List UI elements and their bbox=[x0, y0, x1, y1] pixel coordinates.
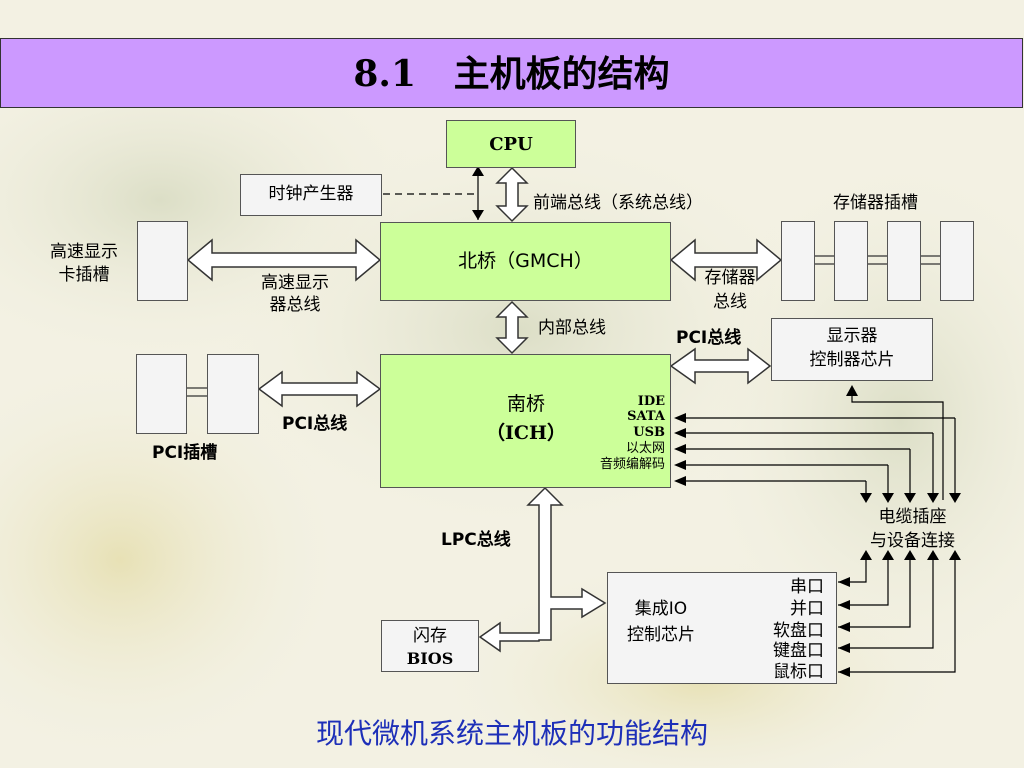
io-port-mouse: 鼠标口 bbox=[773, 662, 824, 682]
northbridge-box: 北桥（GMCH） bbox=[380, 222, 671, 301]
sb-port-ide: IDE bbox=[637, 394, 665, 409]
lpc-bus-label: LPC总线 bbox=[441, 530, 511, 550]
southbridge-box: 南桥 （ICH） IDE SATA USB 以太网 音频编解码 bbox=[380, 354, 671, 488]
memory-bus-label-1: 存储器 bbox=[704, 268, 756, 288]
lpc-bus-arrow bbox=[478, 486, 607, 653]
graphics-bus-label-2: 器总线 bbox=[269, 295, 321, 315]
clock-line bbox=[383, 166, 484, 220]
sb-port-sata: SATA bbox=[627, 409, 665, 424]
io-port-serial: 串口 bbox=[790, 577, 824, 597]
display-controller-label-1: 显示器 bbox=[826, 326, 878, 346]
sb-port-usb: USB bbox=[633, 425, 665, 440]
cable-connector-label-1: 电缆插座 bbox=[878, 507, 947, 527]
internal-bus-arrow bbox=[495, 300, 529, 355]
graphics-bus-label-1: 高速显示 bbox=[261, 273, 329, 293]
sb-port-audio: 音频编解码 bbox=[599, 457, 665, 472]
cable-connector-label-2: 与设备连接 bbox=[870, 531, 955, 551]
figure-caption: 现代微机系统主机板的功能结构 bbox=[315, 717, 708, 750]
io-port-arrowheads bbox=[838, 550, 961, 677]
cpu-box: CPU bbox=[446, 120, 576, 168]
pci-slots-label: PCI插槽 bbox=[152, 443, 218, 463]
sb-port-arrowheads bbox=[674, 413, 961, 503]
sb-port-ethernet: 以太网 bbox=[625, 441, 665, 456]
display-ctrl-line bbox=[851, 391, 944, 500]
memory-slot-1 bbox=[781, 221, 815, 301]
memory-bus-label-2: 总线 bbox=[713, 292, 747, 312]
title-bar: 8.1 主机板的结构 bbox=[0, 38, 1023, 108]
memory-slot-3 bbox=[887, 221, 921, 301]
io-controller-label-1: 集成IO bbox=[634, 599, 688, 619]
pci-bus-right-label: PCI总线 bbox=[676, 328, 742, 348]
southbridge-label-2: （ICH） bbox=[486, 422, 566, 444]
flash-bios-label-1: 闪存 bbox=[413, 626, 447, 646]
pci-slot-1 bbox=[136, 354, 187, 434]
memory-slot-4 bbox=[940, 221, 974, 301]
memory-slots-label: 存储器插槽 bbox=[833, 193, 918, 213]
io-port-lines bbox=[838, 560, 956, 673]
southbridge-label-1: 南桥 bbox=[506, 393, 545, 415]
io-port-floppy: 软盘口 bbox=[773, 621, 824, 641]
pci-bus-right-arrow bbox=[669, 347, 772, 385]
memory-slot-2 bbox=[834, 221, 868, 301]
fsb-label: 前端总线（系统总线） bbox=[533, 193, 703, 213]
clock-generator-box: 时钟产生器 bbox=[240, 174, 382, 216]
pci-slot-2 bbox=[207, 354, 259, 434]
pci-bus-left-arrow bbox=[257, 370, 382, 408]
sb-port-lines bbox=[680, 417, 956, 500]
io-controller-box: 集成IO 控制芯片 串口 并口 软盘口 键盘口 鼠标口 bbox=[607, 572, 837, 684]
page-title: 8.1 主机板的结构 bbox=[353, 53, 670, 95]
cpu-label: CPU bbox=[489, 134, 533, 155]
northbridge-label: 北桥（GMCH） bbox=[458, 250, 593, 272]
internal-bus-label: 内部总线 bbox=[538, 318, 606, 338]
graphics-slot-label-2: 卡插槽 bbox=[58, 265, 110, 285]
display-controller-box: 显示器 控制器芯片 bbox=[771, 318, 933, 381]
flash-bios-box: 闪存 BIOS bbox=[381, 620, 479, 672]
io-port-parallel: 并口 bbox=[790, 599, 824, 619]
flash-bios-label-2: BIOS bbox=[406, 649, 454, 668]
io-controller-label-2: 控制芯片 bbox=[627, 625, 695, 645]
graphics-slot-label-1: 高速显示 bbox=[50, 242, 118, 262]
io-port-keyboard: 键盘口 bbox=[773, 641, 824, 661]
pci-slot-rails bbox=[187, 387, 207, 397]
pci-bus-left-label: PCI总线 bbox=[282, 414, 348, 434]
fsb-arrow bbox=[495, 166, 529, 223]
clock-generator-label: 时钟产生器 bbox=[268, 184, 354, 204]
display-controller-label-2: 控制器芯片 bbox=[809, 350, 895, 370]
graphics-card-slot bbox=[137, 221, 188, 301]
